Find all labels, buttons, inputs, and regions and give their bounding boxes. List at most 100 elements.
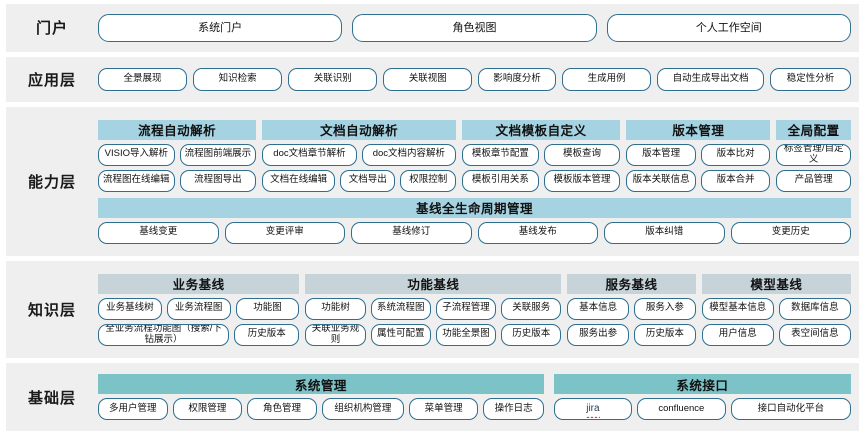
capability-group-version-mgmt-row-2: 版本关联信息 版本合并: [626, 169, 771, 192]
know-item-history-version-business[interactable]: 历史版本: [234, 323, 300, 346]
cap-item-doc-chapter-parse[interactable]: doc文档章节解析: [262, 143, 357, 166]
know-item-business-baseline-tree[interactable]: 业务基线树: [98, 297, 162, 320]
know-item-system-flowchart[interactable]: 系统流程图: [370, 297, 431, 320]
know-item-business-flowchart[interactable]: 业务流程图: [166, 297, 231, 320]
cap-item-template-reference[interactable]: 模板引用关系: [462, 169, 539, 192]
know-item-tablespace-info[interactable]: 表空间信息: [778, 323, 851, 346]
baseline-item-change-history[interactable]: 变更历史: [730, 221, 851, 244]
app-item-generate-case[interactable]: 生成用例: [562, 67, 652, 91]
know-item-related-business-rule[interactable]: 关联业务规则: [305, 323, 366, 346]
capability-group-process-parse-title: 流程自动解析: [98, 119, 257, 140]
know-item-service-output-param[interactable]: 服务出参: [567, 323, 630, 346]
base-item-api-automation-platform[interactable]: 接口自动化平台: [730, 398, 851, 421]
layer-knowledge-body: 业务基线 业务基线树 业务流程图 功能图 全业务流程功能图（搜索/下钻展示） 历…: [98, 273, 859, 346]
cap-item-flowchart-frontend-display[interactable]: 流程图前端展示: [179, 143, 257, 166]
app-item-auto-export-doc[interactable]: 自动生成导出文档: [657, 67, 765, 91]
know-item-service-input-param[interactable]: 服务入参: [634, 297, 696, 320]
know-item-history-version-service[interactable]: 历史版本: [634, 323, 696, 346]
base-item-confluence[interactable]: confluence: [636, 398, 726, 421]
knowledge-group-service-baseline-row-1: 基本信息 服务入参: [567, 297, 696, 320]
capability-group-doc-template-row-2: 模板引用关系 模板版本管理: [462, 169, 621, 192]
cap-item-visio-import-parse[interactable]: VISIO导入解析: [98, 143, 175, 166]
knowledge-group-function-baseline-row-1: 功能树 系统流程图 子流程管理 关联服务: [305, 297, 562, 320]
app-item-relation-identify[interactable]: 关联识别: [288, 67, 378, 91]
knowledge-group-service-baseline-row-2: 服务出参 历史版本: [567, 323, 696, 346]
base-item-permission-mgmt[interactable]: 权限管理: [172, 398, 243, 421]
cap-item-tag-management[interactable]: 标签管理/自定义: [776, 143, 851, 166]
know-item-subprocess-mgmt[interactable]: 子流程管理: [435, 297, 497, 320]
know-item-function-tree[interactable]: 功能树: [305, 297, 366, 320]
baseline-item-revision[interactable]: 基线修订: [351, 221, 472, 244]
cap-item-flowchart-export[interactable]: 流程图导出: [179, 169, 257, 192]
base-item-jira[interactable]: jira: [553, 398, 632, 421]
knowledge-group-function-baseline-row-2: 关联业务规则 属性可配置 功能全景图 历史版本: [305, 323, 562, 346]
know-item-user-info[interactable]: 用户信息: [701, 323, 774, 346]
baseline-item-change-review[interactable]: 变更评审: [224, 221, 345, 244]
cap-item-version-management[interactable]: 版本管理: [626, 143, 696, 166]
app-item-relation-view[interactable]: 关联视图: [383, 67, 473, 91]
capability-group-doc-parse: 文档自动解析 doc文档章节解析 doc文档内容解析 文档在线编辑 文档导出 权…: [262, 119, 457, 192]
know-item-related-service[interactable]: 关联服务: [501, 297, 562, 320]
know-item-function-chart[interactable]: 功能图: [235, 297, 300, 320]
know-item-full-business-process-chart[interactable]: 全业务流程功能图（搜索/下钻展示）: [98, 323, 230, 346]
portal-item-system-portal[interactable]: 系统门户: [98, 13, 343, 42]
app-item-panorama[interactable]: 全景展现: [98, 67, 188, 91]
cap-item-version-compare[interactable]: 版本比对: [700, 143, 771, 166]
jira-label: jira: [586, 403, 600, 418]
know-item-function-panorama[interactable]: 功能全景图: [435, 323, 497, 346]
baseline-item-change[interactable]: 基线变更: [98, 221, 219, 244]
layer-portal-body: 系统门户 角色视图 个人工作空间: [98, 13, 859, 42]
know-item-attribute-configurable[interactable]: 属性可配置: [370, 323, 431, 346]
layer-application-label: 应用层: [27, 71, 76, 89]
cap-item-template-chapter-config[interactable]: 模板章节配置: [462, 143, 539, 166]
capability-group-process-parse-row-1: VISIO导入解析 流程图前端展示: [98, 143, 257, 166]
base-item-multi-user-mgmt[interactable]: 多用户管理: [98, 398, 168, 421]
capability-group-global-config-row-2: 产品管理: [776, 169, 851, 192]
layer-capability-body: 流程自动解析 VISIO导入解析 流程图前端展示 流程图在线编辑 流程图导出 文…: [98, 119, 859, 244]
cap-item-doc-online-edit[interactable]: 文档在线编辑: [262, 169, 335, 192]
capability-baseline-block: 基线全生命周期管理 基线变更 变更评审 基线修订 基线发布 版本纠错 变更历史: [98, 197, 851, 244]
baseline-item-version-fix[interactable]: 版本纠错: [604, 221, 725, 244]
know-item-model-basic-info[interactable]: 模型基本信息: [701, 297, 774, 320]
capability-groups: 流程自动解析 VISIO导入解析 流程图前端展示 流程图在线编辑 流程图导出 文…: [98, 119, 851, 192]
know-item-database-info[interactable]: 数据库信息: [778, 297, 851, 320]
baseline-item-release[interactable]: 基线发布: [477, 221, 598, 244]
cap-item-product-management[interactable]: 产品管理: [776, 169, 851, 192]
cap-item-doc-export[interactable]: 文档导出: [339, 169, 396, 192]
knowledge-group-model-baseline-row-1: 模型基本信息 数据库信息: [701, 297, 851, 320]
capability-group-version-mgmt: 版本管理 版本管理 版本比对 版本关联信息 版本合并: [626, 119, 771, 192]
knowledge-group-service-baseline-title: 服务基线: [567, 273, 696, 294]
capability-group-global-config-title: 全局配置: [776, 119, 851, 140]
cap-item-template-query[interactable]: 模板查询: [543, 143, 621, 166]
portal-item-role-view[interactable]: 角色视图: [352, 13, 597, 42]
knowledge-group-business-baseline-row-2: 全业务流程功能图（搜索/下钻展示） 历史版本: [98, 323, 300, 346]
base-item-role-mgmt[interactable]: 角色管理: [247, 398, 317, 421]
cap-item-doc-content-parse[interactable]: doc文档内容解析: [361, 143, 457, 166]
app-item-stability-analysis[interactable]: 稳定性分析: [770, 67, 852, 91]
layer-foundation: 基础层 系统管理 多用户管理 权限管理 角色管理 组织机构管理 菜单管理 操作日…: [6, 363, 859, 431]
foundation-group-system-management: 系统管理 多用户管理 权限管理 角色管理 组织机构管理 菜单管理 操作日志: [98, 374, 544, 421]
know-item-history-version-function[interactable]: 历史版本: [501, 323, 562, 346]
capability-group-doc-parse-title: 文档自动解析: [262, 119, 457, 140]
know-item-service-basic-info[interactable]: 基本信息: [567, 297, 630, 320]
cap-item-flowchart-online-edit[interactable]: 流程图在线编辑: [98, 169, 175, 192]
knowledge-group-function-baseline: 功能基线 功能树 系统流程图 子流程管理 关联服务 关联业务规则 属性可配置 功…: [305, 273, 562, 346]
knowledge-group-business-baseline-row-1: 业务基线树 业务流程图 功能图: [98, 297, 300, 320]
cap-item-permission-control[interactable]: 权限控制: [400, 169, 457, 192]
knowledge-group-model-baseline-title: 模型基线: [701, 273, 851, 294]
foundation-group-system-interface-row: jira confluence 接口自动化平台: [553, 398, 851, 421]
capability-group-doc-template-title: 文档模板自定义: [462, 119, 621, 140]
cap-item-version-relation-info[interactable]: 版本关联信息: [626, 169, 696, 192]
cap-item-version-merge[interactable]: 版本合并: [700, 169, 771, 192]
knowledge-group-business-baseline-title: 业务基线: [98, 273, 300, 294]
capability-baseline-title: 基线全生命周期管理: [98, 197, 851, 218]
knowledge-group-model-baseline: 模型基线 模型基本信息 数据库信息 用户信息 表空间信息: [701, 273, 851, 346]
cap-item-template-version-mgmt[interactable]: 模板版本管理: [543, 169, 621, 192]
portal-item-personal-workspace[interactable]: 个人工作空间: [606, 13, 851, 42]
base-item-operation-log[interactable]: 操作日志: [483, 398, 544, 421]
base-item-menu-mgmt[interactable]: 菜单管理: [408, 398, 479, 421]
app-item-knowledge-search[interactable]: 知识检索: [193, 67, 283, 91]
base-item-org-structure-mgmt[interactable]: 组织机构管理: [321, 398, 404, 421]
app-item-impact-analysis[interactable]: 影响度分析: [478, 67, 557, 91]
